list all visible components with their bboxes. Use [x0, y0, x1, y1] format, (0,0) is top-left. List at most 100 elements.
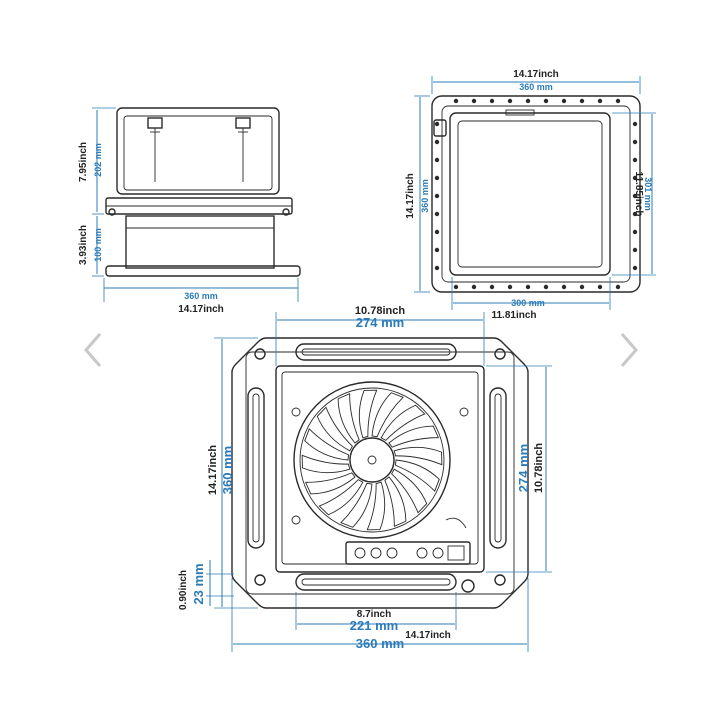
flange-screw-hole: [525, 98, 531, 104]
fan-blade: [371, 392, 404, 438]
control-button-5: [432, 547, 444, 559]
flange-screw-hole: [632, 247, 638, 253]
vent-slot-top: [295, 343, 457, 361]
control-button-4: [416, 547, 428, 559]
next-image-button[interactable]: [614, 330, 644, 370]
flange-screw-hole: [597, 98, 603, 104]
flange-screw-hole: [434, 175, 440, 181]
crank-handle: [445, 517, 467, 529]
control-button-1: [354, 547, 366, 559]
flange-screw-hole: [453, 284, 459, 290]
fan-shroud: [293, 381, 451, 539]
fan-blade: [358, 389, 378, 439]
flange-screw-hole: [561, 98, 567, 104]
flange-right-inch: 11.85inch: [633, 171, 644, 216]
chevron-right-icon: [620, 333, 638, 367]
side-width-mm: 360 mm: [184, 291, 218, 301]
flange-left-mm: 360 mm: [420, 179, 430, 213]
flange-screw-hole: [632, 121, 638, 127]
front-bottom-mm: 360 mm: [356, 636, 404, 651]
control-panel: [345, 541, 471, 565]
prev-image-button[interactable]: [78, 330, 108, 370]
control-display: [447, 545, 465, 561]
flange-screw-hole: [489, 284, 495, 290]
front-corner-mm: 23 mm: [191, 563, 206, 604]
fan-blade: [393, 446, 443, 466]
flange-screw-hole: [434, 229, 440, 235]
corner-hole-tr: [494, 348, 506, 360]
flange-screw-hole: [507, 98, 513, 104]
front-right-mm: 274 mm: [516, 444, 531, 492]
fan-blade: [304, 428, 350, 461]
flange-screw-hole: [615, 98, 621, 104]
vent-slot-right: [489, 387, 507, 549]
control-button-2: [370, 547, 382, 559]
front-view: 10.78inch 274 mm 14.17inch 360 mm 274 mm…: [178, 305, 552, 652]
front-right-inch: 10.78inch: [533, 443, 545, 493]
flange-screw-hole: [471, 98, 477, 104]
fan-blade: [380, 404, 426, 441]
side-view-trim: [105, 265, 301, 277]
flange-screw-hole: [615, 284, 621, 290]
flange-screw-hole: [632, 139, 638, 145]
corner-hole-br: [494, 574, 506, 586]
fan-blades: [301, 389, 443, 531]
hinge-bracket-right: [235, 117, 251, 182]
flange-screw-hole: [579, 284, 585, 290]
front-corner-inch: 0.90inch: [178, 570, 189, 610]
flange-screw-hole: [543, 284, 549, 290]
flange-screw-holes: [434, 98, 638, 290]
flange-screw-hole: [632, 175, 638, 181]
flange-screw-hole: [525, 284, 531, 290]
front-top-inch: 10.78inch: [355, 305, 405, 317]
flange-bottom-mm: 300 mm: [511, 298, 545, 308]
flange-screw-hole: [453, 98, 459, 104]
flange-screw-hole: [471, 284, 477, 290]
fan-blade: [384, 476, 407, 528]
side-height-bottom-mm: 100 mm: [93, 228, 103, 262]
flange-screw-hole: [632, 193, 638, 199]
flange-screw-hole: [434, 193, 440, 199]
fan-blade: [304, 472, 356, 495]
flange-left-inch: 14.17inch: [405, 173, 416, 219]
side-view-lower-body: [125, 215, 275, 269]
flange-bottom-inch: 11.81inch: [491, 310, 536, 321]
flange-right-mm: 301 mm: [643, 177, 653, 211]
front-left-inch: 14.17inch: [207, 445, 219, 495]
front-slot-inch: 8.7inch: [357, 609, 391, 620]
hinge-bracket-left: [147, 117, 163, 182]
flange-screw-hole: [632, 157, 638, 163]
flange-top-inch: 14.17inch: [513, 69, 559, 80]
corner-hole-bl: [254, 574, 266, 586]
flange-view: 14.17inch 360 mm 14.17inch 360 mm 11.85i…: [405, 69, 656, 321]
flange-screw-hole: [507, 284, 513, 290]
front-top-mm: 274 mm: [356, 315, 404, 330]
flange-screw-hole: [434, 265, 440, 271]
side-height-bottom-inch: 3.93inch: [78, 225, 89, 265]
flange-screw-hole: [489, 98, 495, 104]
flange-outer: [431, 95, 641, 293]
flange-connector: [433, 119, 447, 137]
front-bottom-inch: 14.17inch: [405, 630, 451, 641]
fan-blade: [318, 479, 364, 516]
side-view-lid: [116, 107, 280, 195]
fan-blade: [366, 481, 386, 531]
corner-hole-tl: [254, 348, 266, 360]
flange-screw-hole: [561, 284, 567, 290]
front-slot-mm: 221 mm: [350, 618, 398, 633]
flange-screw-hole: [632, 211, 638, 217]
front-inner-panel: [275, 365, 485, 573]
flange-screw-hole: [434, 211, 440, 217]
flange-screw-hole: [434, 121, 440, 127]
fan-blade: [301, 454, 351, 474]
flange-screw-hole: [597, 284, 603, 290]
side-height-top-mm: 202 mm: [93, 143, 103, 177]
flange-screw-hole: [579, 98, 585, 104]
chevron-left-icon: [84, 333, 102, 367]
flange-screw-hole: [434, 247, 440, 253]
flange-screw-hole: [632, 229, 638, 235]
control-button-3: [386, 547, 398, 559]
fan-blade: [391, 468, 428, 514]
fan-blade: [316, 406, 353, 452]
